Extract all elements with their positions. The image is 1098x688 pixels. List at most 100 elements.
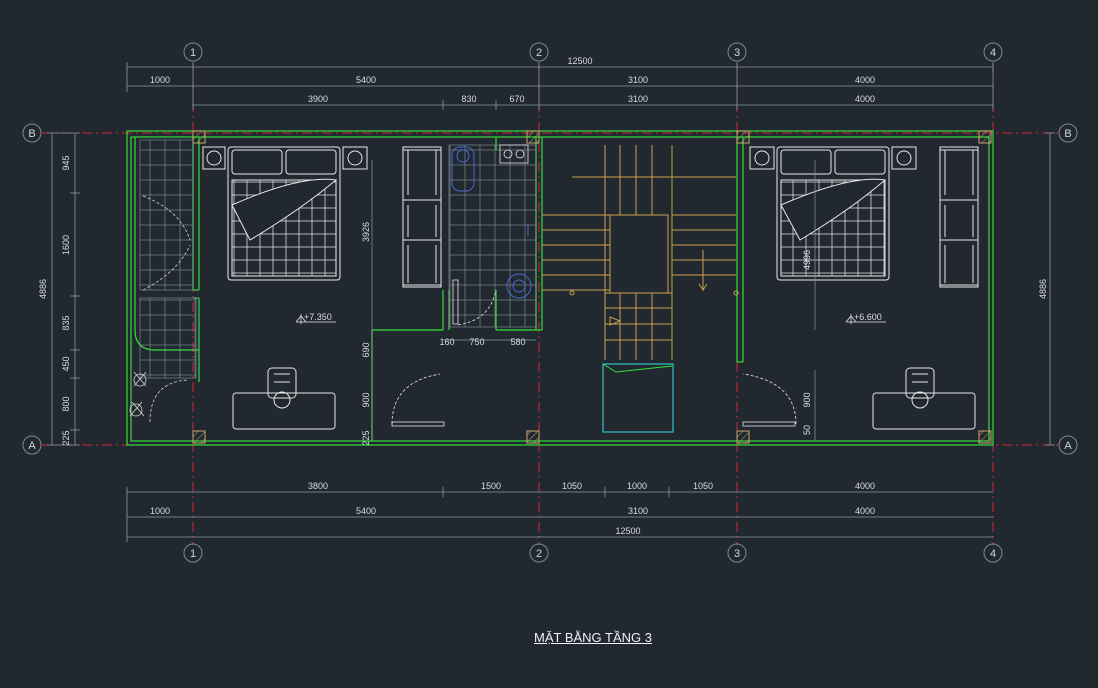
axis-bubble-2-top [529, 42, 549, 62]
axis-bubble-4-bottom [983, 543, 1003, 563]
axis-bubble-1-bottom [183, 543, 203, 563]
axis-label-3-top: 3 [734, 47, 740, 59]
stair-landing [602, 363, 674, 433]
dimension-lines [47, 62, 1055, 542]
axis-label-3-bottom: 3 [734, 548, 740, 560]
axis-bubble-4-top [983, 42, 1003, 62]
balcony-plant [129, 371, 147, 417]
dim-bottom-overall: 12500 [615, 526, 640, 536]
left-bedroom-furniture [202, 146, 442, 430]
dim-top-3-d: 3100 [628, 94, 648, 104]
axis-label-a-left: A [28, 440, 36, 452]
bathroom-sink-counter [452, 144, 529, 326]
outer-wall [126, 130, 994, 446]
dim-top-overall: 12500 [567, 56, 592, 66]
level-right: +6.600 [854, 312, 882, 322]
interior-dimension-lines [371, 160, 816, 441]
axis-bubbles [22, 42, 1078, 563]
dim-room-225: 225 [361, 430, 371, 445]
axis-label-4-top: 4 [990, 47, 996, 59]
columns [192, 130, 992, 444]
axis-bubble-2-bottom [529, 543, 549, 563]
balcony-door [142, 195, 191, 423]
dim-left-800: 800 [61, 396, 71, 411]
axis-label-b-left: B [28, 128, 35, 140]
dim-bottom-1-d: 1000 [627, 481, 647, 491]
nightstand-left-1 [202, 146, 226, 170]
bed-left [227, 146, 341, 281]
dim-top-2-b: 5400 [356, 75, 376, 85]
dim-room-690: 690 [361, 342, 371, 357]
interior-dimension-labels: 3926 690 900 160 750 580 900 4996 225 50 [361, 222, 812, 446]
dim-left-835: 835 [61, 315, 71, 330]
dim-top-3-a: 3900 [308, 94, 328, 104]
dim-room-160: 160 [439, 337, 454, 347]
right-room-door [742, 373, 797, 427]
axis-bubble-3-bottom [727, 543, 747, 563]
dim-top-2-d: 4000 [855, 75, 875, 85]
vertical-dimension-labels: 945 1600 835 450 800 225 4886 4886 [38, 155, 1048, 445]
axis-label-1-top: 1 [190, 47, 196, 59]
dim-bottom-2-d: 4000 [855, 506, 875, 516]
axis-bubble-b-left [22, 123, 42, 143]
bathroom-tiles [448, 144, 537, 328]
wardrobe-right [939, 146, 979, 288]
balcony-tiles-lower [139, 297, 197, 379]
dim-bottom-1-f: 4000 [855, 481, 875, 491]
dim-bottom-1-a: 3800 [308, 481, 328, 491]
chair-right [905, 367, 935, 399]
axis-bubble-a-right [1058, 435, 1078, 455]
right-bedroom-furniture [749, 146, 979, 430]
dim-right-overall: 4886 [1038, 279, 1048, 299]
dim-left-overall: 4886 [38, 279, 48, 299]
bed-right [776, 146, 890, 281]
dim-room-50: 50 [802, 425, 812, 435]
nightstand-right-2 [891, 146, 917, 170]
dim-room-900-right: 900 [802, 392, 812, 407]
dim-room-3926: 3926 [361, 222, 371, 242]
level-markers [295, 314, 886, 324]
desk-left [232, 392, 336, 430]
dim-room-4996: 4996 [802, 250, 812, 270]
dim-left-225: 225 [61, 430, 71, 445]
dim-top-3-c: 670 [509, 94, 524, 104]
dim-room-580: 580 [510, 337, 525, 347]
dim-room-900-left: 900 [361, 392, 371, 407]
dimension-labels: 12500 1000 5400 3100 4000 3900 830 670 3… [150, 56, 875, 536]
level-labels: +7.350 +6.600 [304, 312, 882, 322]
axis-label-4-bottom: 4 [990, 548, 996, 560]
dim-left-945: 945 [61, 155, 71, 170]
dim-top-2-c: 3100 [628, 75, 648, 85]
drawing-title: MẶT BẰNG TẦNG 3 [534, 630, 652, 645]
dim-top-3-b: 830 [461, 94, 476, 104]
dim-bottom-1-c: 1050 [562, 481, 582, 491]
chair-left [267, 367, 297, 399]
nightstand-left-2 [342, 146, 368, 170]
axis-label-1-bottom: 1 [190, 548, 196, 560]
dim-bottom-2-a: 1000 [150, 506, 170, 516]
axis-bubble-a-left [22, 435, 42, 455]
dim-bottom-2-c: 3100 [628, 506, 648, 516]
axis-label-a-right: A [1064, 440, 1072, 452]
dim-top-2-a: 1000 [150, 75, 170, 85]
axis-label-2-bottom: 2 [536, 548, 542, 560]
toilet [451, 146, 475, 192]
axis-bubble-b-right [1058, 123, 1078, 143]
axis-bubble-3-top [727, 42, 747, 62]
basin [506, 273, 532, 299]
level-left: +7.350 [304, 312, 332, 322]
outer-wall-inner [130, 136, 990, 442]
dim-bottom-1-b: 1500 [481, 481, 501, 491]
wardrobe-left [402, 146, 442, 288]
dim-left-450: 450 [61, 356, 71, 371]
staircase [542, 145, 739, 360]
left-room-door [391, 373, 445, 427]
axis-label-2-top: 2 [536, 47, 542, 59]
dim-bottom-1-e: 1050 [693, 481, 713, 491]
axis-label-b-right: B [1064, 128, 1071, 140]
dim-top-3-e: 4000 [855, 94, 875, 104]
bathroom-fixtures [451, 146, 532, 299]
nightstand-right-1 [749, 146, 775, 170]
axis-bubble-1-top [183, 42, 203, 62]
